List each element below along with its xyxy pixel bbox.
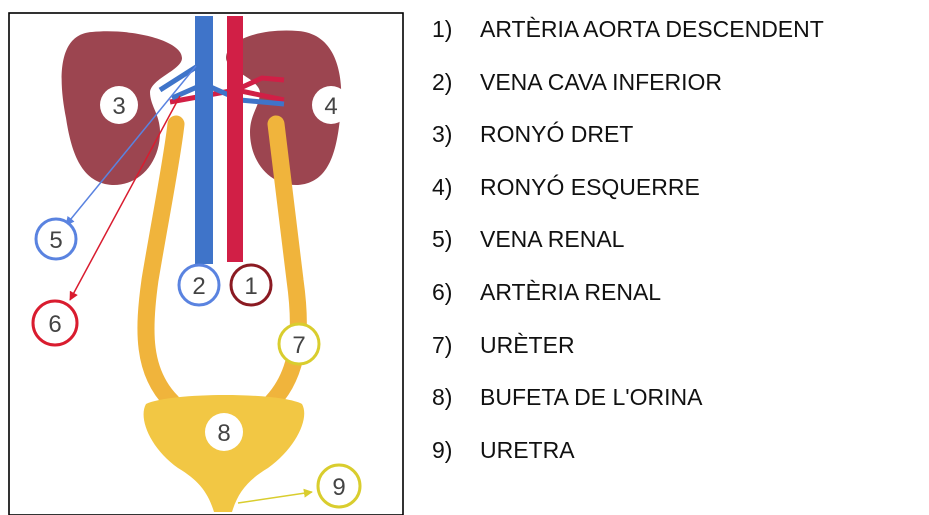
badge-bladder: 8: [205, 413, 243, 451]
legend-item-number: 2): [432, 67, 480, 97]
legend-item: 7)URÈTER: [432, 330, 824, 383]
legend-item: 5)VENA RENAL: [432, 224, 824, 277]
legend-item-label: ARTÈRIA AORTA DESCENDENT: [480, 16, 824, 42]
badge-renal-vein: 5: [36, 219, 76, 259]
badge-right-kidney-label: 3: [112, 93, 125, 120]
legend-item-number: 3): [432, 119, 480, 149]
badge-ureter-label: 7: [292, 332, 305, 359]
legend-item-label: RONYÓ DRET: [480, 121, 633, 147]
badge-renal-vein-label: 5: [49, 227, 62, 254]
legend-item: 6)ARTÈRIA RENAL: [432, 277, 824, 330]
legend-item: 9)URETRA: [432, 435, 824, 488]
legend-item: 8)BUFETA DE L'ORINA: [432, 382, 824, 435]
badge-urethra-label: 9: [332, 474, 345, 501]
badge-vena-cava-label: 2: [192, 273, 205, 300]
legend-item-number: 6): [432, 277, 480, 307]
legend-item-label: VENA CAVA INFERIOR: [480, 69, 722, 95]
badge-right-kidney: 3: [100, 86, 138, 124]
badge-aorta: 1: [231, 265, 271, 305]
legend-item: 4)RONYÓ ESQUERRE: [432, 172, 824, 225]
badge-aorta-label: 1: [244, 273, 257, 300]
badge-left-kidney-label: 4: [324, 93, 337, 120]
vena-cava-vessel: [195, 16, 213, 264]
legend-item-number: 8): [432, 382, 480, 412]
legend-item-label: URETRA: [480, 437, 575, 463]
legend-item-number: 9): [432, 435, 480, 465]
legend-item-label: URÈTER: [480, 332, 575, 358]
legend-item-number: 1): [432, 14, 480, 44]
legend-list: 1)ARTÈRIA AORTA DESCENDENT 2)VENA CAVA I…: [432, 14, 824, 487]
badge-vena-cava: 2: [179, 265, 219, 305]
bladder-shape: [144, 395, 305, 512]
legend-item-label: BUFETA DE L'ORINA: [480, 384, 703, 410]
legend-item-number: 4): [432, 172, 480, 202]
legend-item-number: 5): [432, 224, 480, 254]
legend-item-label: ARTÈRIA RENAL: [480, 279, 661, 305]
badge-bladder-label: 8: [217, 420, 230, 447]
right-ureter-shape: [146, 124, 176, 402]
badge-left-kidney: 4: [312, 86, 350, 124]
aorta-vessel: [227, 16, 243, 262]
badge-renal-artery-label: 6: [48, 311, 61, 338]
badge-ureter: 7: [279, 324, 319, 364]
legend-item-label: RONYÓ ESQUERRE: [480, 174, 700, 200]
urethra-pointer: [238, 492, 312, 503]
legend-item: 1)ARTÈRIA AORTA DESCENDENT: [432, 14, 824, 67]
legend-item-label: VENA RENAL: [480, 226, 624, 252]
legend-item-number: 7): [432, 330, 480, 360]
badge-urethra: 9: [318, 465, 360, 507]
legend-item: 3)RONYÓ DRET: [432, 119, 824, 172]
badge-renal-artery: 6: [33, 301, 77, 345]
legend-item: 2)VENA CAVA INFERIOR: [432, 67, 824, 120]
